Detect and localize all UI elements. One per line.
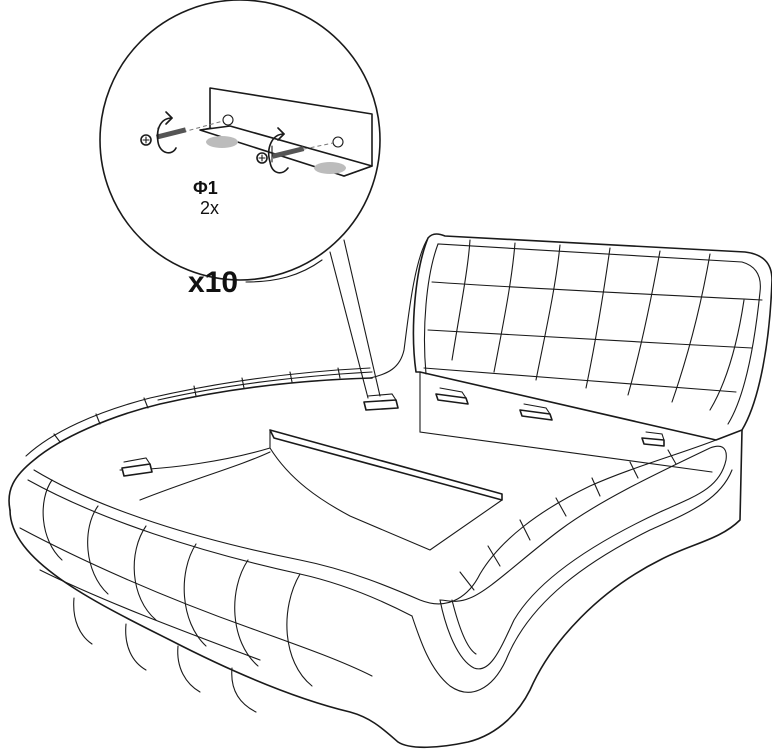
callout-leader xyxy=(329,239,381,399)
bracket-hole-2 xyxy=(332,136,344,148)
right-rail-ticks xyxy=(459,449,677,591)
detail-callout: Φ1 2x x10 xyxy=(99,0,381,399)
headboard-left-wing xyxy=(369,237,429,379)
rotate-arrow-icon xyxy=(268,133,289,174)
bracket-hole-1 xyxy=(222,114,234,126)
pad-1 xyxy=(206,136,238,148)
bracket-right xyxy=(641,431,665,447)
side-rail-left-top-inner xyxy=(25,367,371,457)
pad-2 xyxy=(314,162,346,174)
headboard-frame xyxy=(412,233,772,441)
bracket-back-3 xyxy=(519,403,553,421)
footboard-outer xyxy=(9,429,743,749)
screw-1 xyxy=(140,111,187,154)
side-rail-right xyxy=(411,469,733,693)
footboard-inner-edge xyxy=(33,439,717,605)
bed-illustration xyxy=(8,233,772,749)
footboard-tufting xyxy=(19,479,373,713)
part-label: Φ1 xyxy=(193,178,218,198)
side-rail-left-top xyxy=(8,377,373,511)
bracket-back-2 xyxy=(435,387,469,405)
back-panel xyxy=(419,371,713,473)
bracket-left xyxy=(121,457,153,477)
headboard-tufting xyxy=(423,239,763,411)
qty-label-tail xyxy=(245,259,323,283)
screw-2 xyxy=(256,127,305,174)
quantity-label: x10 xyxy=(188,266,238,299)
center-support-leg xyxy=(269,429,503,551)
rail-segment-ticks xyxy=(53,367,341,443)
headboard-inner xyxy=(423,243,761,425)
part-quantity: 2x xyxy=(200,198,219,218)
bracket-back-1 xyxy=(363,393,399,411)
side-rail-right-cutout xyxy=(439,445,727,670)
center-support-beam xyxy=(269,429,503,501)
rotate-arrow-icon xyxy=(156,117,177,154)
